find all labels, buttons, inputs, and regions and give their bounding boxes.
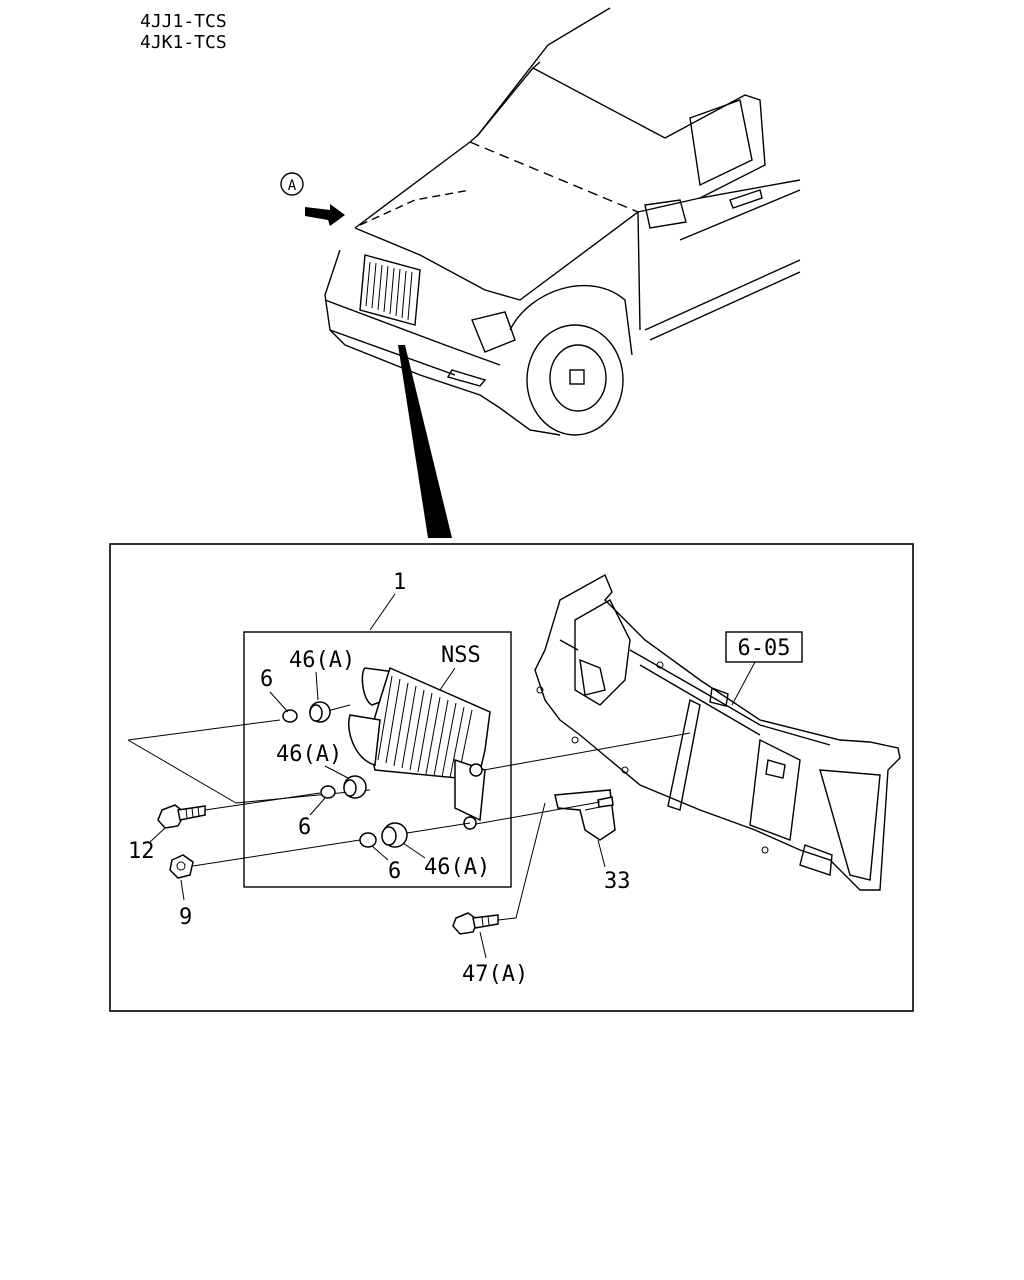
label-46a-top: 46(A) — [289, 648, 355, 673]
vehicle-illustration: A — [280, 7, 801, 538]
view-marker-label: A — [288, 178, 297, 194]
label-assembly: 1 — [393, 570, 406, 595]
label-47a: 47(A) — [462, 962, 528, 987]
label-nss: NSS — [441, 643, 481, 668]
label-6-bottom: 6 — [388, 859, 401, 884]
bushing-46a-bottom — [381, 822, 408, 848]
view-marker-circle — [280, 172, 304, 196]
bolt-12 — [157, 804, 206, 829]
label-ref: 6-05 — [738, 636, 791, 661]
spacer-6-top — [282, 709, 298, 723]
radiator-support-frame — [534, 574, 901, 891]
engine-code-2: 4JK1-TCS — [140, 32, 227, 53]
ref-box — [725, 631, 803, 663]
engine-code-1: 4JJ1-TCS — [140, 11, 227, 32]
bushing-46a-top — [309, 701, 331, 723]
label-46a-middle: 46(A) — [276, 742, 342, 767]
label-33: 33 — [604, 869, 631, 894]
detail-callout-wedge — [398, 345, 452, 538]
nut-9 — [169, 854, 194, 879]
view-arrow-icon — [305, 204, 345, 226]
label-6-middle: 6 — [298, 815, 311, 840]
label-12: 12 — [128, 839, 155, 864]
label-6-top: 6 — [260, 667, 273, 692]
detail-frame — [109, 543, 914, 1012]
label-46a-bottom: 46(A) — [424, 855, 490, 880]
label-9: 9 — [179, 905, 192, 930]
assembly-box — [243, 631, 512, 888]
bracket-33 — [554, 789, 616, 841]
spacer-6-bottom — [359, 832, 377, 848]
intercooler-core — [348, 666, 491, 830]
bushing-46a-middle — [343, 775, 367, 799]
bolt-47a — [452, 912, 499, 935]
vehicle-intercooler — [359, 254, 421, 326]
spacer-6-middle — [320, 785, 336, 799]
